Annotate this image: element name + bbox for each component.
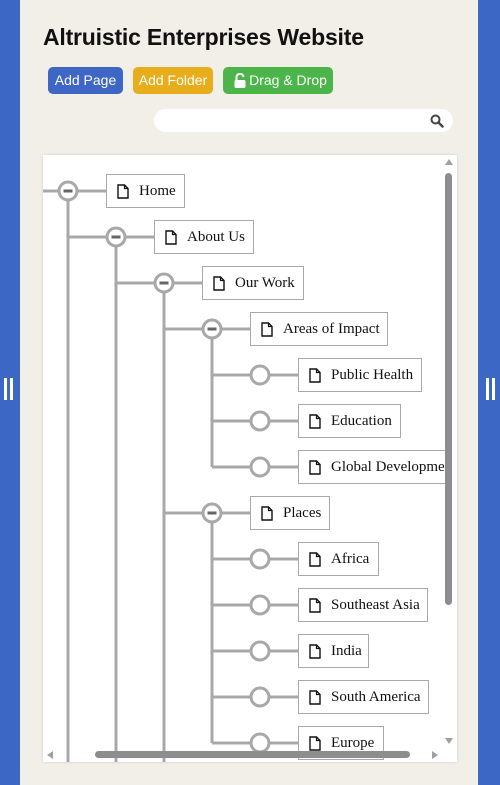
page-icon — [261, 322, 273, 337]
page-icon — [309, 736, 321, 751]
node-toggle-icon[interactable] — [249, 364, 271, 386]
tree-node[interactable]: Areas of Impact — [250, 312, 388, 346]
tree-node[interactable]: South America — [298, 680, 429, 714]
page-title: Altruistic Enterprises Website — [43, 24, 364, 50]
tree-node-label: South America — [331, 689, 421, 705]
page-icon — [117, 184, 129, 199]
add-folder-button[interactable]: Add Folder — [133, 67, 213, 94]
node-toggle-icon[interactable] — [249, 640, 271, 662]
tree-node[interactable]: Africa — [298, 542, 379, 576]
page-icon — [309, 414, 321, 429]
scroll-up-arrow[interactable] — [445, 159, 453, 165]
tree-node[interactable]: About Us — [154, 220, 254, 254]
tree-node-label: Public Health — [331, 367, 414, 383]
node-toggle-icon[interactable] — [249, 686, 271, 708]
tree-node[interactable]: Education — [298, 404, 401, 438]
page-icon — [261, 506, 273, 521]
add-page-button[interactable]: Add Page — [48, 67, 123, 94]
scroll-right-arrow[interactable] — [432, 751, 438, 759]
page-icon — [309, 460, 321, 475]
node-toggle-icon[interactable] — [249, 456, 271, 478]
tree-node-label: About Us — [187, 229, 245, 245]
drag-drop-label: Drag & Drop — [249, 72, 327, 88]
node-toggle-icon[interactable] — [249, 410, 271, 432]
scroll-left-arrow[interactable] — [47, 751, 53, 759]
tree-node-label: Home — [139, 183, 176, 199]
tree-node[interactable]: Places — [250, 496, 330, 530]
tree-node-label: Areas of Impact — [283, 321, 380, 337]
page-icon — [165, 230, 177, 245]
node-toggle-icon[interactable] — [249, 594, 271, 616]
tree-node[interactable]: Global Developme — [298, 450, 448, 484]
tree-node[interactable]: Public Health — [298, 358, 422, 392]
page-icon — [309, 552, 321, 567]
node-toggle-icon[interactable] — [249, 548, 271, 570]
page-icon — [309, 644, 321, 659]
node-toggle-icon[interactable] — [249, 732, 271, 754]
horizontal-scrollbar-thumb[interactable] — [95, 751, 410, 758]
tree-node[interactable]: Home — [106, 174, 185, 208]
tree-node-label: Education — [331, 413, 392, 429]
tree-node-label: India — [331, 643, 362, 659]
tree-node[interactable]: India — [298, 634, 369, 668]
search-icon[interactable] — [430, 114, 444, 128]
tree-node[interactable]: Southeast Asia — [298, 588, 428, 622]
tree-connectors — [43, 180, 298, 762]
page-icon — [309, 368, 321, 383]
tree-node-label: Europe — [331, 735, 375, 751]
page-icon — [309, 598, 321, 613]
unlock-icon — [234, 73, 246, 88]
search-input[interactable] — [164, 112, 423, 131]
drag-drop-toggle-button[interactable]: Drag & Drop — [223, 67, 333, 94]
tree-node-label: Global Developme — [331, 459, 445, 475]
tree-node-label: Africa — [331, 551, 370, 567]
page-icon — [309, 690, 321, 705]
tree-node-label: Our Work — [235, 275, 295, 291]
search-box — [154, 109, 453, 132]
tree-node[interactable]: Our Work — [202, 266, 304, 300]
vertical-scrollbar-thumb[interactable] — [445, 173, 452, 605]
page-icon — [213, 276, 225, 291]
right-resize-handle[interactable] — [486, 378, 496, 400]
tree-node-label: Southeast Asia — [331, 597, 420, 613]
tree-node-label: Places — [283, 505, 322, 521]
scroll-down-arrow[interactable] — [445, 738, 453, 744]
left-resize-handle[interactable] — [4, 378, 14, 400]
